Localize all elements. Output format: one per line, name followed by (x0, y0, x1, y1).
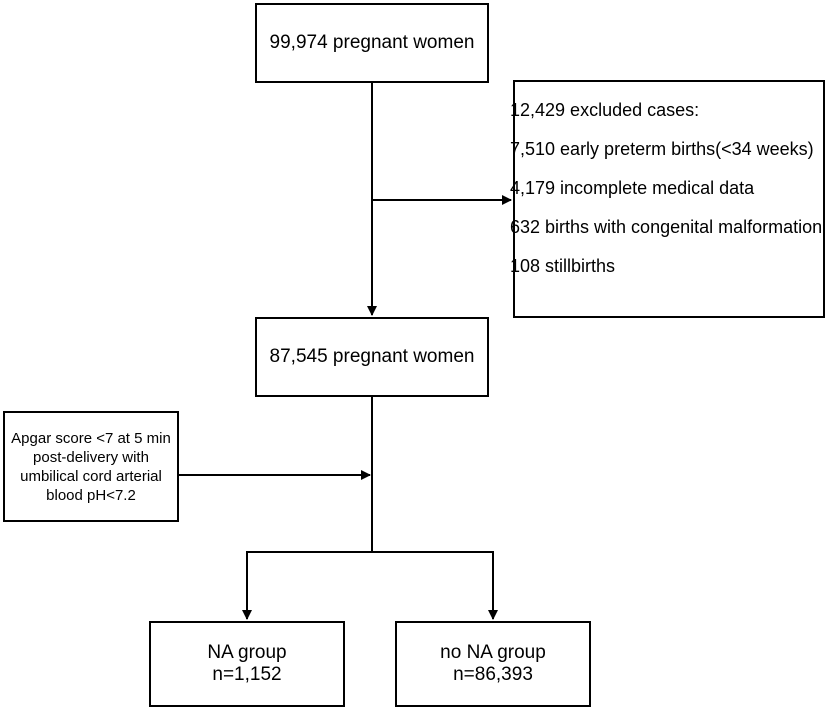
na-group-box: NA group n=1,152 (149, 621, 345, 707)
excluded-incomplete-data: 4,179 incomplete medical data (510, 178, 755, 198)
included-women-label: 87,545 pregnant women (269, 346, 475, 367)
excluded-cases-box: 12,429 excluded cases: 7,510 early prete… (510, 80, 825, 318)
na-group-label: NA group (207, 642, 287, 663)
excluded-stillbirths: 108 stillbirths (510, 256, 616, 276)
included-women-box: 87,545 pregnant women (255, 317, 489, 397)
criteria-box: Apgar score <7 at 5 min post-delivery wi… (3, 411, 179, 522)
criteria-line-1: Apgar score <7 at 5 min (11, 429, 171, 447)
no-na-group-box: no NA group n=86,393 (395, 621, 591, 707)
na-group-count: n=1,152 (212, 664, 282, 685)
excluded-header: 12,429 excluded cases: (510, 100, 700, 120)
excluded-preterm: 7,510 early preterm births(<34 weeks) (510, 139, 814, 159)
no-na-group-count: n=86,393 (453, 664, 533, 685)
total-women-box: 99,974 pregnant women (255, 3, 489, 83)
criteria-line-2: post-delivery with (33, 448, 149, 466)
criteria-line-3: umbilical cord arterial (20, 467, 162, 485)
criteria-line-4: blood pH<7.2 (46, 486, 136, 504)
excluded-malformation: 632 births with congenital malformation (510, 217, 823, 237)
no-na-group-label: no NA group (440, 642, 546, 663)
total-women-label: 99,974 pregnant women (269, 32, 475, 53)
